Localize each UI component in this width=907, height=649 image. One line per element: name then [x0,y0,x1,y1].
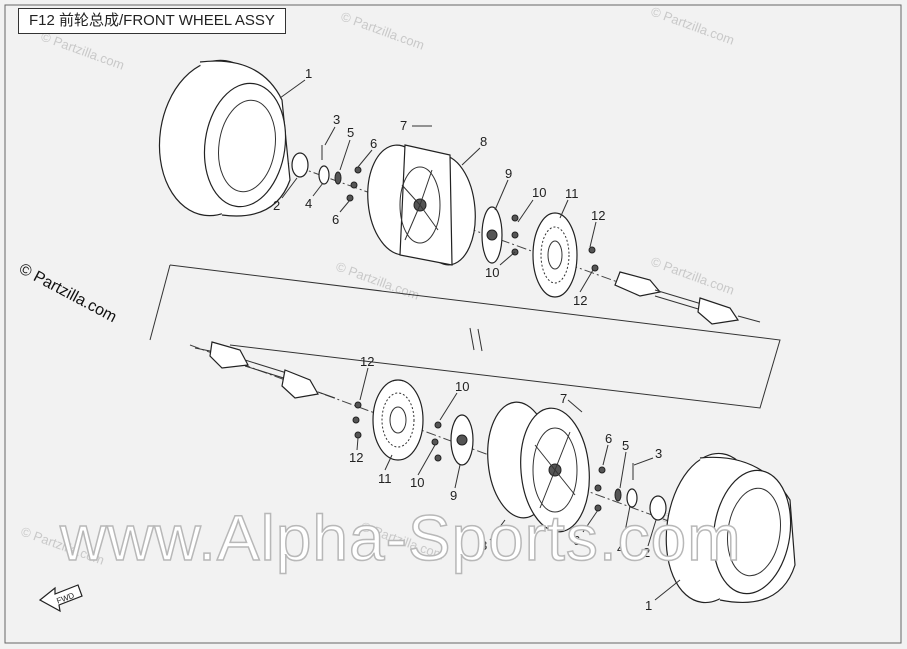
callout-11-lower: 11 [378,471,392,486]
callout-10-upper: 10 [532,185,546,200]
callout-8-lower: 8 [480,538,487,553]
callout-12-upper-b: 12 [573,293,587,308]
callout-6-lower: 6 [605,431,612,446]
callout-1-upper: 1 [305,66,312,81]
callout-12-upper: 12 [591,208,605,223]
watermark-faint: © Partzilla.com [649,4,736,48]
tire-upper [158,59,291,217]
assembly-outline [169,264,781,409]
tire-lower [665,452,796,604]
callouts: 1 2 3 4 5 6 6 7 8 9 10 10 11 12 12 12 12… [273,66,662,613]
brake-disc-upper [532,212,599,298]
leader-lines [279,79,681,601]
callout-10-lower-b: 10 [410,475,424,490]
callout-9-lower: 9 [450,488,457,503]
watermark-faint: © Partzilla.com [334,259,421,303]
drive-shaft-upper [614,271,761,325]
callout-5-upper: 5 [347,125,354,140]
hub-lower [431,414,474,466]
callout-7-lower: 7 [560,391,567,406]
callout-2-lower: 2 [643,545,650,560]
callout-7-upper: 7 [400,118,407,133]
callout-11-upper: 11 [565,186,579,201]
watermark-partzilla-side: © Partzilla.com [16,261,119,327]
callout-5-lower: 5 [622,438,629,453]
callout-6-lower-b: 6 [573,533,580,548]
callout-1-lower: 1 [645,598,652,613]
watermark-faint: © Partzilla.com [649,254,736,298]
callout-9-upper: 9 [505,166,512,181]
watermark-alpha-sports: www.Alpha-Sports.com [59,502,742,574]
callout-8-upper: 8 [480,134,487,149]
callout-12-lower-b: 12 [349,450,363,465]
forward-arrow-icon: FWD [38,584,83,613]
callout-3-upper: 3 [333,112,340,127]
assembly-outline-left [149,264,171,341]
watermark-faint: © Partzilla.com [39,29,126,73]
break-mark [469,327,483,352]
callout-2-upper: 2 [273,198,280,213]
brake-disc-lower [352,379,424,461]
callout-12-lower: 12 [360,354,374,369]
rim-lower [487,401,590,533]
drive-shaft-lower [194,341,336,399]
callout-6-upper: 6 [370,136,377,151]
hub-upper [481,206,519,264]
callout-10-upper-b: 10 [485,265,499,280]
callout-4-lower: 4 [617,541,624,556]
callout-3-lower: 3 [655,446,662,461]
diagram-border [4,4,902,644]
watermark-faint: © Partzilla.com [339,9,426,53]
callout-4-upper: 4 [305,196,312,211]
callout-10-lower: 10 [455,379,469,394]
rim-upper [367,144,476,266]
page-title: F12 前轮总成/FRONT WHEEL ASSY [18,8,286,34]
hub-nut-parts-lower [594,463,667,521]
hub-nut-parts-upper [291,145,362,202]
callout-6-upper-b: 6 [332,212,339,227]
